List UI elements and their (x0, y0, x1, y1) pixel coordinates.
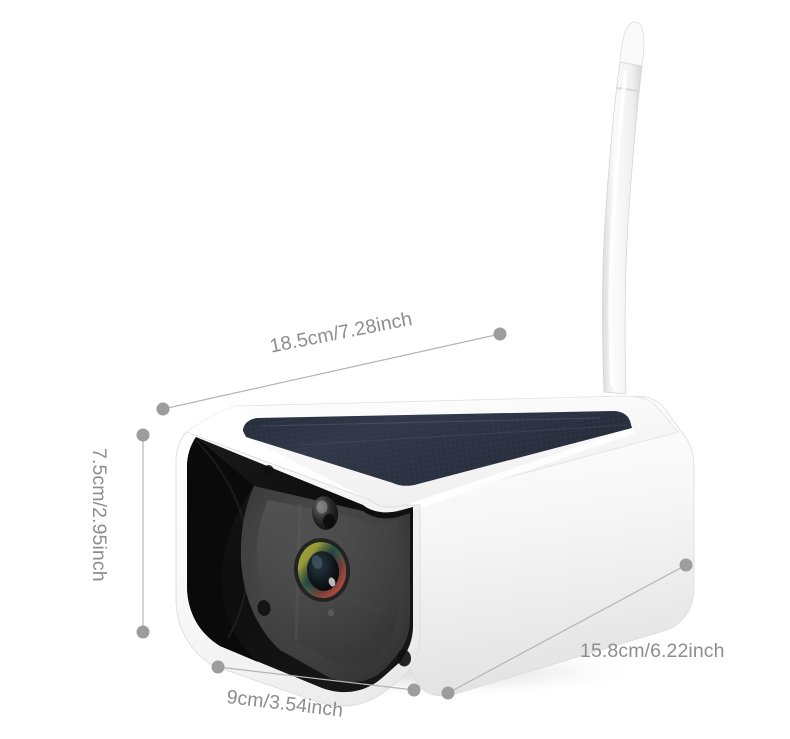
solar-panel (243, 411, 632, 486)
dimension-line-front (217, 666, 415, 691)
housing-screw (257, 600, 271, 616)
camera-body (175, 395, 695, 707)
endpoint-dot (441, 686, 455, 700)
dimension-label-height: 7.5cm/2.95inch (88, 448, 110, 582)
dimension-endpoints (136, 327, 693, 700)
endpoint-dot (493, 327, 507, 341)
endpoint-dot (679, 558, 693, 572)
housing-screw (263, 465, 275, 477)
endpoint-dot (156, 402, 170, 416)
endpoint-dot (136, 428, 150, 442)
dimension-line-width (162, 333, 501, 410)
endpoint-dot (136, 625, 150, 639)
microphone-hole (328, 609, 334, 617)
endpoint-dot (407, 683, 421, 697)
camera-lens (293, 538, 351, 602)
dimension-line-depth (447, 564, 687, 694)
endpoint-dot (211, 660, 225, 674)
antenna (602, 21, 645, 395)
light-sensor (311, 496, 339, 530)
dimension-annotations (142, 333, 687, 694)
dimension-label-depth: 15.8cm/6.22inch (580, 640, 725, 662)
housing-screw (396, 649, 412, 667)
